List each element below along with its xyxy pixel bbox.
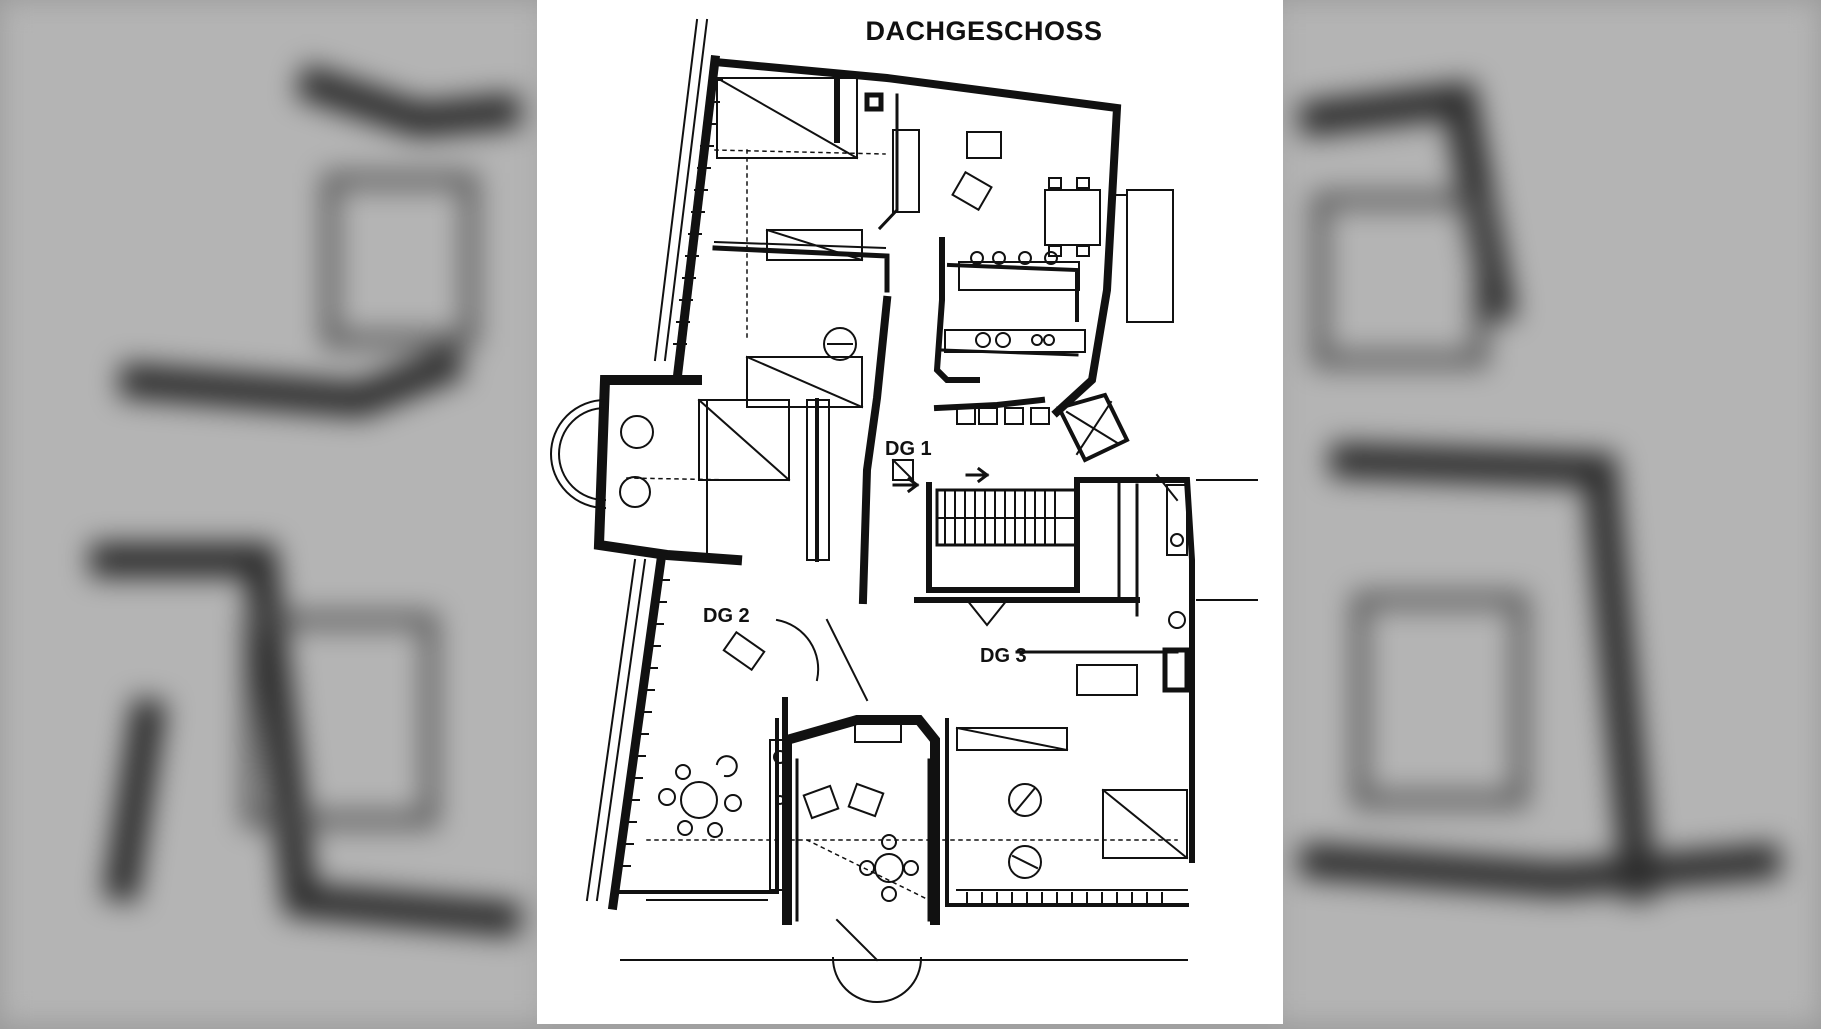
entry-arrows	[892, 466, 990, 494]
bathroom-bay-left	[550, 375, 830, 566]
roof-edge-left	[585, 18, 723, 911]
central-bay	[620, 715, 1188, 1003]
unit-label-dg3: DG 3	[980, 645, 1027, 667]
unit-label-dg2: DG 2	[703, 605, 750, 627]
floor-plan-sheet: DACHGESCHOSS	[537, 0, 1283, 1024]
plan-title: DACHGESCHOSS	[865, 16, 1103, 46]
unit-dg3-bedroom	[945, 718, 1189, 907]
unit-dg1-walls	[710, 57, 1122, 605]
unit-dg3-walls	[965, 473, 1258, 863]
floor-plan-drawing	[550, 18, 1258, 1003]
unit-dg1-kitchen	[823, 129, 1174, 463]
stair-core	[891, 458, 1140, 603]
unit-label-dg1: DG 1	[885, 438, 932, 460]
unit-dg2-living	[619, 618, 1178, 903]
